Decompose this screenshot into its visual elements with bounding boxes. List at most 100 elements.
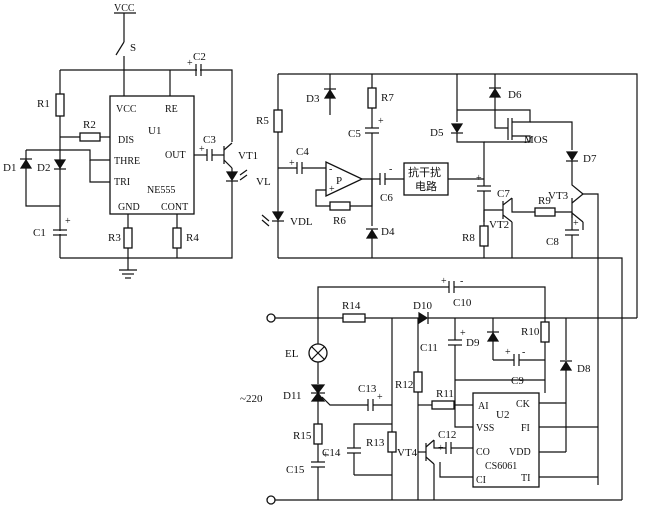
d8-label: D8	[577, 363, 591, 375]
d1-label: D1	[3, 162, 16, 174]
wire	[454, 286, 546, 318]
u1-pin-tri: TRI	[114, 177, 130, 188]
c14-label: C14	[322, 447, 341, 459]
d4-label: D4	[381, 226, 395, 238]
r5	[273, 109, 283, 133]
r7-label: R7	[381, 92, 394, 104]
mains-terminal-top	[266, 313, 276, 323]
oscillator-section: VCC S C2 + VCC RE DIS U1 THRE OUT TRI NE…	[3, 3, 271, 279]
wire	[60, 69, 233, 142]
r1	[55, 93, 65, 117]
r15	[313, 423, 323, 445]
wire	[456, 133, 485, 186]
wire	[89, 160, 110, 183]
d6-diode	[488, 87, 502, 98]
d2-label: D2	[37, 162, 50, 174]
receiver-section: R5 VDL C4 + P - + R6 D3 R7	[256, 73, 638, 500]
wire	[353, 423, 392, 448]
r12	[413, 371, 423, 393]
c10-plus: +	[441, 276, 447, 287]
lamp-cross	[311, 346, 325, 360]
d9-diode	[486, 331, 500, 342]
mains-label: ~220	[240, 393, 263, 405]
r2-label: R2	[83, 119, 96, 131]
vt2-collector	[502, 197, 513, 206]
r9	[534, 207, 556, 217]
r2	[79, 132, 101, 142]
wire	[278, 257, 623, 500]
vt3-label: VT3	[548, 190, 569, 202]
r11-label: R11	[436, 388, 454, 400]
c2-gap	[197, 66, 200, 74]
u2-pin-ck: CK	[516, 399, 531, 410]
vdl-label: VDL	[290, 216, 313, 228]
switch-label: S	[130, 42, 136, 54]
d5-diode	[450, 123, 464, 134]
d3-diode	[323, 88, 337, 99]
d9-label: D9	[466, 337, 480, 349]
c13-plus: +	[377, 392, 383, 403]
u1-pin-out: OUT	[165, 150, 186, 161]
light-ray-icon	[261, 214, 270, 222]
u2-pin-vdd: VDD	[509, 447, 531, 458]
vt3-emitter	[571, 212, 584, 223]
vl-led	[225, 171, 239, 182]
wire	[25, 150, 60, 207]
anti-interference-block	[403, 162, 449, 196]
c1-label: C1	[33, 227, 46, 239]
r11	[431, 400, 455, 410]
u1-pin-vcc: VCC	[116, 104, 137, 115]
wire	[439, 462, 473, 478]
vt1-emitter	[223, 159, 233, 169]
c8-plus: +	[573, 218, 579, 229]
c11-label: C11	[420, 342, 438, 354]
u1-pin-cont: CONT	[161, 202, 188, 213]
vt4-emitter	[425, 456, 435, 465]
vt2-label: VT2	[489, 219, 509, 231]
ne555-chip	[109, 95, 195, 215]
c1-gap	[58, 231, 62, 234]
vcc-label: VCC	[114, 3, 135, 14]
r4-label: R4	[186, 232, 199, 244]
u2-pin-ai: AI	[478, 401, 489, 412]
c15-plus: +	[323, 450, 329, 461]
wire	[583, 193, 599, 485]
c2-label: C2	[193, 51, 206, 63]
wire	[511, 198, 535, 213]
c7-label: C7	[497, 188, 510, 200]
u2-pin-co: CO	[476, 447, 490, 458]
r14	[342, 313, 366, 323]
d3-label: D3	[306, 93, 320, 105]
c5-plus: +	[378, 116, 384, 127]
c3-label: C3	[203, 134, 216, 146]
c3-plus: +	[199, 144, 205, 155]
wire	[315, 189, 330, 207]
r8-label: R8	[462, 232, 475, 244]
u2-pin-ti: TI	[521, 473, 530, 484]
c12-plus: +	[438, 443, 444, 454]
d1-diode	[19, 158, 33, 169]
d8-diode	[559, 360, 573, 371]
u1-pin-thre: THRE	[114, 156, 140, 167]
c2-plus: +	[187, 58, 193, 69]
r1-label: R1	[37, 98, 50, 110]
u1-pin-re: RE	[165, 104, 178, 115]
u1-label: U1	[148, 125, 161, 137]
c1-plus: +	[65, 216, 71, 227]
r3-label: R3	[108, 232, 121, 244]
amplifier-label: P	[336, 175, 342, 187]
wire	[454, 380, 473, 428]
anti-interference-line2: 电路	[415, 180, 437, 193]
u1-pin-dis: DIS	[118, 135, 134, 146]
d11-triac	[310, 384, 326, 394]
r5-label: R5	[256, 115, 269, 127]
c15-label: C15	[286, 464, 305, 476]
c11-plus: +	[460, 328, 466, 339]
c6-minus: -	[389, 164, 392, 175]
c9-label: C9	[511, 375, 524, 387]
u2-pin-ci: CI	[476, 475, 486, 486]
r9-label: R9	[538, 195, 551, 207]
vt1-collector	[223, 142, 233, 151]
